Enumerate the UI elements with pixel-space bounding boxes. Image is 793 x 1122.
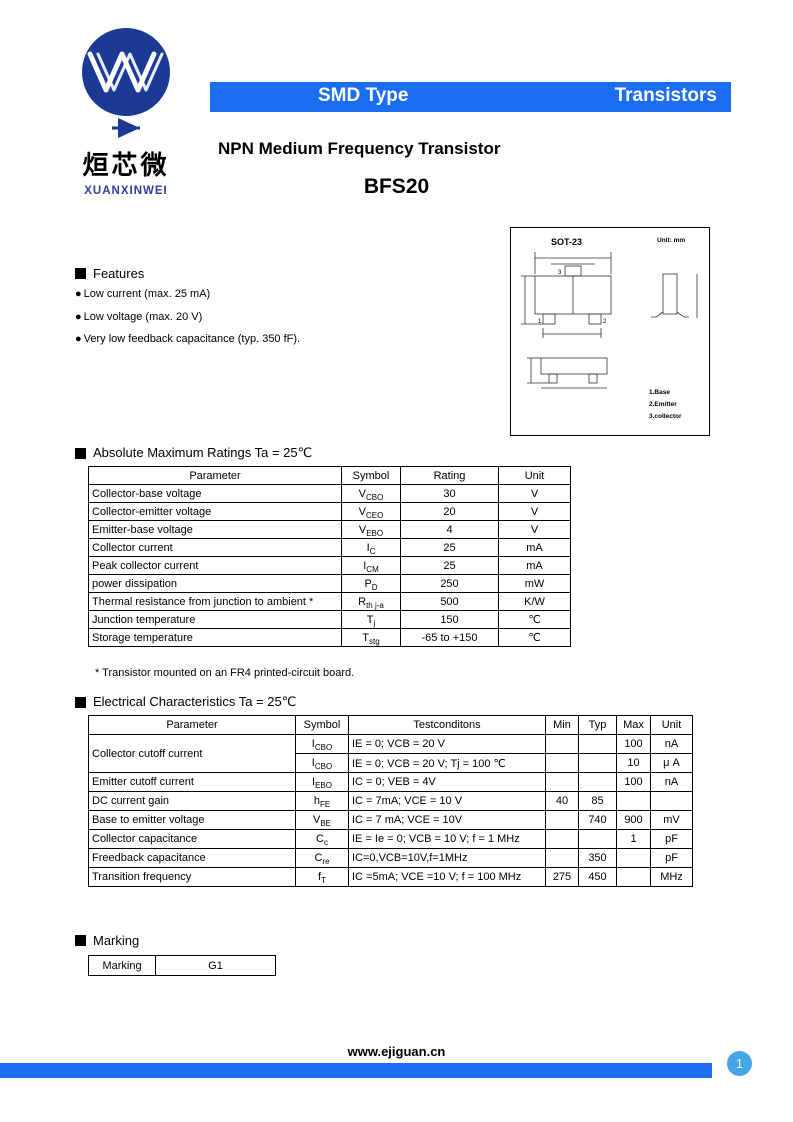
col-header: Testconditons [348, 715, 546, 735]
pin-legend-base: 1.Base [649, 389, 670, 396]
company-name-english: XUANXINWEI [84, 185, 168, 197]
banner-transistors: Transistors [614, 85, 717, 106]
pin-legend-emitter: 2.Emitter [649, 401, 677, 408]
logo-mark-icon [82, 28, 170, 138]
feature-item: ● Very low feedback capacitance (typ. 35… [75, 333, 301, 345]
table-row: DC current gain hFE IC = 7mA; VCE = 10 V… [88, 791, 693, 811]
company-logo: 烜芯微 XUANXINWEI [70, 26, 182, 197]
marking-table: Marking G1 [88, 955, 276, 976]
package-outline-box: SOT-23 Unit: mm 1 2 3 1.Base 2.Emitter 3… [510, 227, 710, 436]
section-marker-icon [75, 447, 86, 459]
table-row: Collector-emitter voltage VCEO 20 V [88, 502, 571, 521]
abs-max-footnote: * Transistor mounted on an FR4 printed-c… [95, 667, 355, 679]
package-drawing: SOT-23 Unit: mm 1 2 3 1.Base 2.Emitter 3… [521, 237, 698, 420]
table-row: Marking G1 [88, 955, 276, 976]
footer-website-link[interactable]: www.ejiguan.cn [347, 1044, 446, 1059]
package-name: SOT-23 [551, 237, 582, 247]
page-number-badge: 1 [727, 1051, 752, 1076]
table-row: Junction temperature Tj 150 ℃ [88, 610, 571, 629]
table-row: Peak collector current ICM 25 mA [88, 556, 571, 575]
col-header: Parameter [88, 715, 296, 735]
bullet-icon: ● [75, 311, 82, 323]
col-header: Max [616, 715, 651, 735]
elec-heading: Electrical Characteristics Ta = 25℃ [75, 694, 296, 710]
table-row: Thermal resistance from junction to ambi… [88, 592, 571, 611]
table-row: Base to emitter voltage VBE IC = 7 mA; V… [88, 810, 693, 830]
package-unit-label: Unit: mm [657, 237, 685, 244]
table-row: Collector cutoff current ICBO IE = 0; VC… [88, 734, 693, 773]
banner-smd-type: SMD Type [318, 85, 409, 106]
col-header: Min [545, 715, 579, 735]
table-row: power dissipation PD 250 mW [88, 574, 571, 593]
col-header: Unit [650, 715, 693, 735]
marking-label-cell: Marking [88, 955, 156, 976]
document-title: NPN Medium Frequency Transistor [218, 139, 501, 158]
abs-max-heading: Absolute Maximum Ratings Ta = 25℃ [75, 445, 312, 461]
pin-legend-collector: 3.collector [649, 413, 682, 420]
table-row: Freedback capacitance Cre IC=0,VCB=10V,f… [88, 848, 693, 868]
table-row: Transition frequency fT IC =5mA; VCE =10… [88, 867, 693, 887]
footer-bar [0, 1063, 712, 1078]
pin-number-2: 2 [603, 319, 607, 325]
table-row: Collector current IC 25 mA [88, 538, 571, 557]
col-header: Typ [578, 715, 617, 735]
table-row: Collector-base voltage VCBO 30 V [88, 484, 571, 503]
section-marker-icon [75, 935, 86, 946]
marking-heading: Marking [75, 933, 139, 948]
bullet-icon: ● [75, 288, 82, 300]
part-number: BFS20 [363, 175, 430, 198]
col-header: Parameter [88, 466, 342, 485]
col-header: Unit [498, 466, 571, 485]
table-header-row: Parameter Symbol Rating Unit [88, 466, 571, 485]
table-row: Collector capacitance Cc IE = Ie = 0; VC… [88, 829, 693, 849]
bullet-icon: ● [75, 333, 82, 345]
feature-item: ● Low current (max. 25 mA) [75, 288, 211, 300]
section-marker-icon [75, 696, 86, 708]
col-header: Rating [400, 466, 499, 485]
col-header: Symbol [341, 466, 401, 485]
features-heading: Features [75, 266, 144, 281]
section-marker-icon [75, 268, 86, 279]
marking-value-cell: G1 [155, 955, 276, 976]
abs-max-table: Parameter Symbol Rating Unit Collector-b… [88, 466, 571, 647]
feature-item: ● Low voltage (max. 20 V) [75, 311, 203, 323]
table-header-row: Parameter Symbol Testconditons Min Typ M… [88, 715, 693, 735]
pin-number-1: 1 [538, 319, 542, 325]
header-banner: SMD Type Transistors [210, 82, 731, 112]
col-header: Symbol [295, 715, 349, 735]
table-row: Storage temperature Tstg -65 to +150 ℃ [88, 628, 571, 647]
elec-table: Parameter Symbol Testconditons Min Typ M… [88, 715, 693, 887]
table-row: Emitter-base voltage VEBO 4 V [88, 520, 571, 539]
company-name-chinese: 烜芯微 [82, 150, 170, 180]
pin-number-3: 3 [558, 270, 562, 276]
table-row: Emitter cutoff current IEBO IC = 0; VEB … [88, 772, 693, 792]
